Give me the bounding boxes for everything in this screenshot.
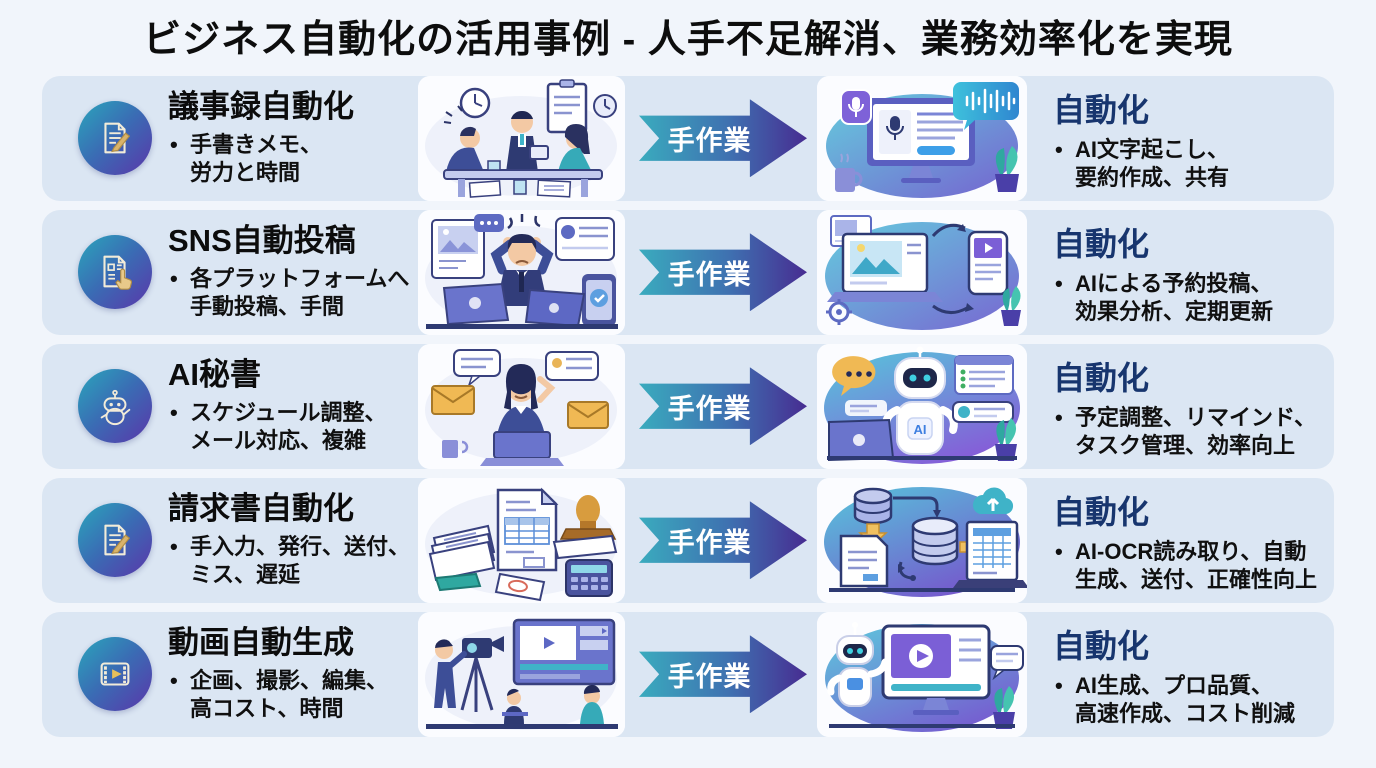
use-case-row-invoice: 請求書自動化 手入力、発行、送付、 ミス、遅延: [42, 477, 1334, 603]
invoice-pencil-icon: [78, 503, 152, 578]
memo-pencil-icon: [78, 101, 152, 176]
use-case-row-ai-secretary: AI秘書 スケジュール調整、 メール対応、複雑: [42, 343, 1334, 469]
use-case-title: 動画自動生成: [168, 624, 354, 660]
arrow-label: 手作業: [667, 125, 752, 156]
automation-heading: 自動化: [1053, 493, 1150, 530]
arrow-label: 手作業: [667, 259, 752, 290]
bullet-line: メール対応、複雑: [190, 427, 367, 453]
automation-bullet: 予定調整、リマインド、 タスク管理、効率向上: [1053, 404, 1334, 460]
use-case-title: 議事録自動化: [168, 88, 354, 124]
use-case-title: 請求書自動化: [168, 490, 354, 526]
bullet-line: AI生成、プロ品質、: [1075, 672, 1274, 698]
arrow-label: 手作業: [667, 527, 752, 558]
use-case-title: AI秘書: [168, 356, 261, 392]
post-click-icon: [78, 235, 152, 310]
automation-text-block: 自動化 AI-OCR読み取り、自動 生成、送付、正確性向上: [1027, 487, 1334, 594]
problem-bullet: スケジュール調整、 メール対応、複雑: [168, 399, 418, 455]
ocr-database-cloud-illustration: [817, 477, 1027, 603]
manual-arrow: 手作業: [639, 99, 807, 178]
bullet-line: 高速作成、コスト削減: [1075, 700, 1296, 726]
arrow-label: 手作業: [667, 393, 752, 424]
robot-chest-label: AI: [914, 422, 927, 437]
use-case-list: 議事録自動化 手書きメモ、 労力と時間: [0, 75, 1376, 737]
bullet-line: 高コスト、時間: [190, 695, 344, 721]
bullet-line: AI文字起こし、: [1075, 136, 1230, 162]
automation-bullet: AI-OCR読み取り、自動 生成、送付、正確性向上: [1053, 538, 1334, 594]
use-case-title: SNS自動投稿: [168, 222, 356, 258]
manual-arrow: 手作業: [639, 501, 807, 580]
use-case-row-video: 動画自動生成 企画、撮影、編集、 高コスト、時間: [42, 611, 1334, 737]
problem-bullet: 企画、撮影、編集、 高コスト、時間: [168, 667, 418, 723]
film-play-icon: [78, 637, 152, 712]
automation-bullet: AI文字起こし、 要約作成、共有: [1053, 136, 1334, 192]
problem-text-block: 請求書自動化 手入力、発行、送付、 ミス、遅延: [168, 490, 418, 589]
bullet-line: 予定調整、リマインド、: [1075, 404, 1317, 430]
automation-bullet: AI生成、プロ品質、 高速作成、コスト削減: [1053, 672, 1334, 728]
video-shoot-crew-illustration: [418, 611, 625, 737]
meeting-handwritten-notes-illustration: [418, 75, 625, 201]
automation-heading: 自動化: [1053, 91, 1150, 128]
automation-bullet: AIによる予約投稿、 効果分析、定期更新: [1053, 270, 1334, 326]
automation-heading: 自動化: [1053, 627, 1150, 664]
bullet-line: タスク管理、効率向上: [1075, 432, 1296, 458]
use-case-row-sns: SNS自動投稿 各プラットフォームへ 手動投稿、手間: [42, 209, 1334, 335]
bullet-line: ミス、遅延: [190, 561, 301, 587]
problem-bullet: 手入力、発行、送付、 ミス、遅延: [168, 533, 418, 589]
stressed-manual-posting-illustration: [418, 209, 625, 335]
robot-icon: [78, 369, 152, 444]
bullet-line: 手動投稿、手間: [190, 293, 345, 319]
automation-text-block: 自動化 予定調整、リマインド、 タスク管理、効率向上: [1027, 353, 1334, 460]
bullet-line: スケジュール調整、: [190, 399, 387, 425]
arrow-label: 手作業: [667, 661, 752, 692]
bullet-line: 各プラットフォームへ: [190, 265, 410, 291]
bullet-line: 手入力、発行、送付、: [190, 533, 411, 559]
bullet-line: 要約作成、共有: [1075, 164, 1230, 190]
ai-video-generation-illustration: [817, 611, 1027, 737]
use-case-row-minutes: 議事録自動化 手書きメモ、 労力と時間: [42, 75, 1334, 201]
problem-bullet: 各プラットフォームへ 手動投稿、手間: [168, 265, 418, 321]
bullet-line: 手書きメモ、: [190, 131, 323, 157]
scheduled-posting-devices-illustration: [817, 209, 1027, 335]
problem-text-block: AI秘書 スケジュール調整、 メール対応、複雑: [168, 356, 418, 455]
bullet-line: 生成、送付、正確性向上: [1075, 566, 1318, 592]
page-title: ビジネス自動化の活用事例 - 人手不足解消、業務効率化を実現: [143, 19, 1233, 61]
automation-heading: 自動化: [1053, 359, 1150, 396]
automation-text-block: 自動化 AI文字起こし、 要約作成、共有: [1027, 85, 1334, 192]
ai-assistant-robot-illustration: AI: [817, 343, 1027, 469]
bullet-line: AIによる予約投稿、: [1075, 270, 1273, 296]
ai-transcription-computer-illustration: [817, 75, 1027, 201]
problem-text-block: 動画自動生成 企画、撮影、編集、 高コスト、時間: [168, 624, 418, 723]
bullet-line: AI-OCR読み取り、自動: [1075, 538, 1307, 564]
bullet-line: 企画、撮影、編集、: [190, 667, 389, 693]
problem-bullet: 手書きメモ、 労力と時間: [168, 131, 418, 187]
manual-arrow: 手作業: [639, 635, 807, 714]
problem-text-block: 議事録自動化 手書きメモ、 労力と時間: [168, 88, 418, 187]
automation-text-block: 自動化 AIによる予約投稿、 効果分析、定期更新: [1027, 219, 1334, 326]
overwhelmed-email-scheduling-illustration: [418, 343, 625, 469]
bullet-line: 労力と時間: [190, 159, 301, 185]
problem-text-block: SNS自動投稿 各プラットフォームへ 手動投稿、手間: [168, 222, 418, 321]
manual-arrow: 手作業: [639, 367, 807, 446]
automation-heading: 自動化: [1053, 225, 1150, 262]
paper-invoices-stamp-calculator-illustration: [418, 477, 625, 603]
automation-text-block: 自動化 AI生成、プロ品質、 高速作成、コスト削減: [1027, 621, 1334, 728]
manual-arrow: 手作業: [639, 233, 807, 312]
bullet-line: 効果分析、定期更新: [1075, 298, 1274, 324]
